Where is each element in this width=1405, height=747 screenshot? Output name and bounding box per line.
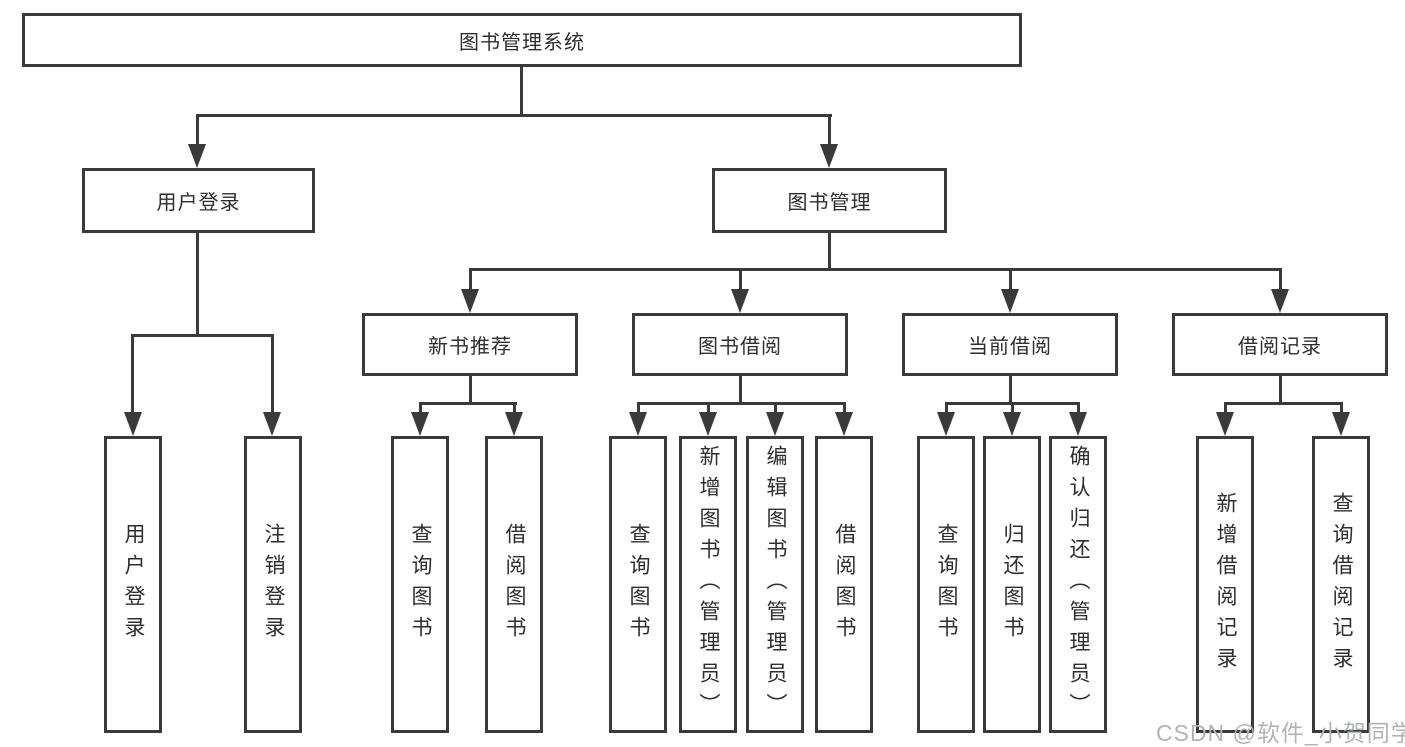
node-current-borrow: 当前借阅 (902, 313, 1118, 376)
node-user-login: 用户登录 (82, 168, 315, 233)
node-book-borrow: 图书借阅 (632, 313, 848, 376)
node-book-management: 图书管理 (712, 168, 947, 233)
connector-line (1224, 402, 1343, 405)
connector-line (828, 114, 831, 148)
connector-line (1340, 402, 1343, 416)
arrowhead-icon (629, 412, 647, 436)
arrowhead-icon (820, 144, 838, 168)
arrowhead-icon (1003, 412, 1021, 436)
connector-line (520, 67, 523, 116)
connector-line (828, 233, 831, 271)
arrowhead-icon (1271, 289, 1289, 313)
leaf-add-book-admin: 新增图书（管理员） (679, 436, 737, 733)
node-borrow-records: 借阅记录 (1172, 313, 1388, 376)
leaf-query-books-borrow: 查询图书 (609, 436, 667, 733)
connector-line (1224, 402, 1227, 416)
arrowhead-icon (835, 412, 853, 436)
leaf-logout-login: 注销登录 (244, 436, 302, 733)
connector-line (131, 334, 274, 337)
arrowhead-icon (124, 412, 142, 436)
arrowhead-icon (1216, 412, 1234, 436)
connector-line (1009, 376, 1012, 405)
arrowhead-icon (263, 412, 281, 436)
leaf-edit-book-admin: 编辑图书（管理员） (746, 436, 804, 733)
connector-line (196, 233, 199, 337)
connector-line (469, 376, 472, 405)
connector-line (1279, 268, 1282, 292)
arrowhead-icon (505, 412, 523, 436)
connector-line (469, 268, 1282, 271)
connector-line (1077, 402, 1080, 416)
leaf-confirm-return-admin: 确认归还（管理员） (1049, 436, 1107, 733)
connector-line (196, 114, 832, 117)
connector-line (131, 334, 134, 416)
leaf-return-books: 归还图书 (983, 436, 1041, 733)
connector-line (419, 402, 422, 416)
arrowhead-icon (766, 412, 784, 436)
leaf-query-borrow-record: 查询借阅记录 (1312, 436, 1370, 733)
connector-line (271, 334, 274, 416)
arrowhead-icon (411, 412, 429, 436)
connector-line (196, 114, 199, 148)
arrowhead-icon (1332, 412, 1350, 436)
connector-line (513, 402, 516, 416)
node-new-book-recommend: 新书推荐 (362, 313, 578, 376)
leaf-borrow-books-recommend: 借阅图书 (485, 436, 543, 733)
leaf-borrow-books: 借阅图书 (815, 436, 873, 733)
connector-line (774, 402, 777, 416)
arrowhead-icon (1001, 289, 1019, 313)
connector-line (707, 402, 710, 416)
connector-line (739, 376, 742, 405)
arrowhead-icon (461, 289, 479, 313)
connector-line (419, 402, 517, 405)
connector-line (1011, 402, 1014, 416)
arrowhead-icon (188, 144, 206, 168)
connector-line (739, 268, 742, 292)
leaf-query-books-recommend: 查询图书 (391, 436, 449, 733)
arrowhead-icon (1069, 412, 1087, 436)
node-library-management-system: 图书管理系统 (22, 13, 1022, 67)
csdn-watermark: CSDN @软件_小贺同学 (1156, 720, 1405, 746)
connector-line (637, 402, 640, 416)
connector-line (637, 402, 846, 405)
connector-line (1279, 376, 1282, 405)
arrowhead-icon (699, 412, 717, 436)
arrowhead-icon (937, 412, 955, 436)
leaf-user-login: 用户登录 (104, 436, 162, 733)
connector-line (469, 268, 472, 292)
connector-line (843, 402, 846, 416)
connector-line (945, 402, 948, 416)
leaf-add-borrow-record: 新增借阅记录 (1196, 436, 1254, 733)
arrowhead-icon (731, 289, 749, 313)
connector-line (1009, 268, 1012, 292)
leaf-query-books-current: 查询图书 (917, 436, 975, 733)
